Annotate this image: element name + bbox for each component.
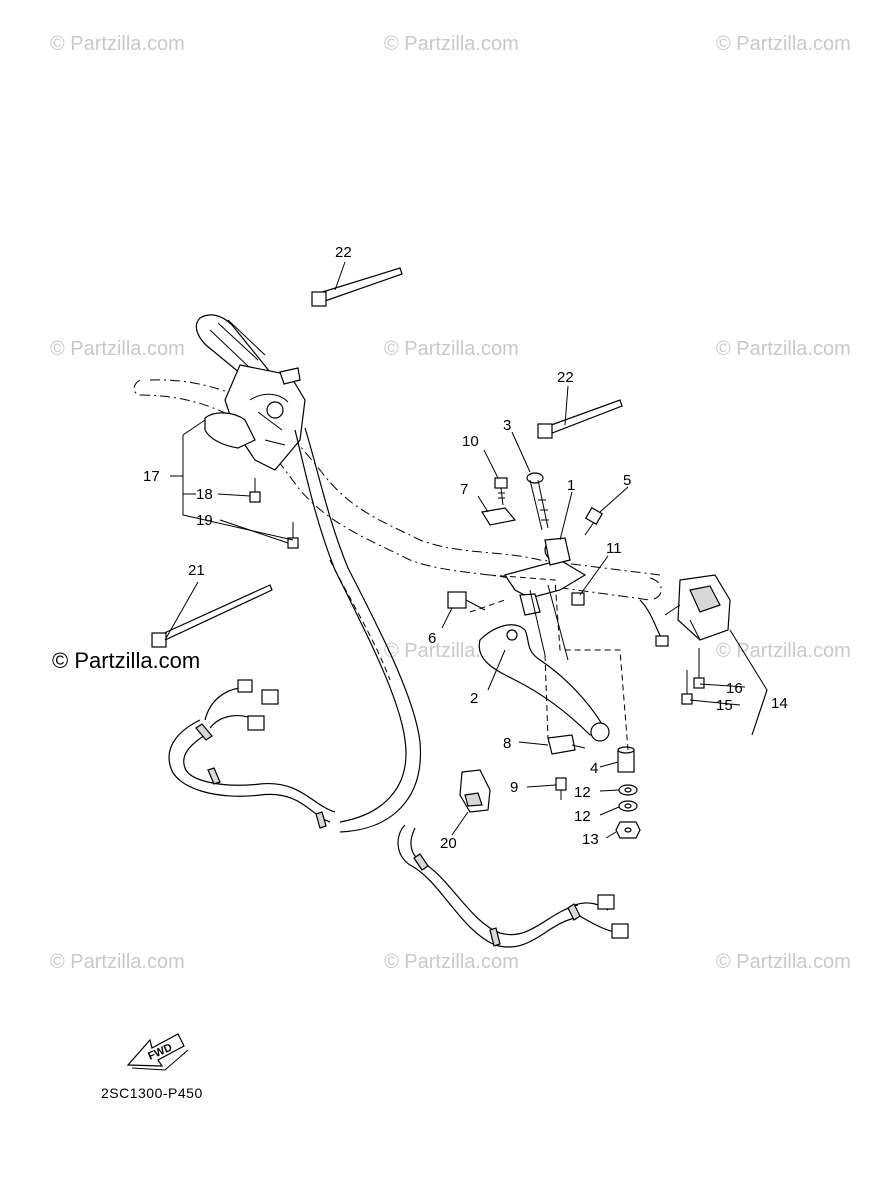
washer-hole [624, 787, 632, 793]
callout-labels: 22 22 3 10 7 1 5 11 17 18 19 21 6 2 8 9 … [143, 244, 788, 852]
nut-icon [571, 592, 585, 606]
screw-icon [249, 478, 261, 503]
fwd-arrow: FWD [126, 1033, 189, 1071]
callout-5: 5 [623, 472, 631, 489]
brake-lever [478, 624, 610, 742]
washer-hole [624, 803, 632, 809]
callout-2: 2 [470, 690, 478, 707]
collar-icon [617, 746, 635, 773]
callout-6: 6 [428, 630, 436, 647]
clamp-icon [459, 769, 491, 813]
right-switch-assembly [639, 574, 731, 647]
callout-22: 22 [557, 369, 574, 386]
left-wire-harness [168, 679, 336, 829]
callout-21: 21 [188, 562, 205, 579]
right-wire-harness [397, 824, 629, 948]
callout-19: 19 [196, 512, 213, 529]
screw-icon [287, 522, 299, 549]
watermark: © Partzilla.com [716, 33, 851, 55]
clutch-cable [294, 427, 422, 833]
screw-icon [584, 506, 604, 536]
leader-lines [164, 261, 768, 839]
watermark: © Partzilla.com [384, 338, 519, 360]
callout-14: 14 [771, 695, 788, 712]
clamp-piece [481, 507, 517, 526]
cable-tie [151, 584, 273, 648]
screw-icon [693, 648, 705, 689]
stop-switch-icon [547, 734, 586, 755]
screw-icon [494, 477, 508, 506]
cable-tie [311, 267, 403, 307]
watermark: © Partzilla.com [716, 640, 851, 662]
watermark: © Partzilla.com [384, 33, 519, 55]
screw-icon [681, 670, 693, 705]
callout-17: 17 [143, 468, 160, 485]
callout-11: 11 [606, 540, 622, 557]
watermark: © Partzilla.com [716, 951, 851, 973]
bolt-icon [266, 401, 284, 419]
callout-4: 4 [590, 760, 598, 777]
callout-16: 16 [726, 680, 743, 697]
brake-switch-icon [447, 591, 486, 611]
main-watermark: © Partzilla.com [52, 648, 200, 673]
callout-1: 1 [567, 477, 575, 494]
left-grip-assembly [195, 314, 306, 471]
callout-8: 8 [503, 735, 511, 752]
callout-9: 9 [510, 779, 518, 796]
callout-20: 20 [440, 835, 457, 852]
diagram-code: 2SC1300-P450 [101, 1085, 203, 1101]
callout-7: 7 [460, 481, 468, 498]
callout-12: 12 [574, 808, 591, 825]
watermark: © Partzilla.com [50, 33, 185, 55]
watermark: © Partzilla.com [50, 951, 185, 973]
callout-22: 22 [335, 244, 352, 261]
callout-3: 3 [503, 417, 511, 434]
callout-18: 18 [196, 486, 213, 503]
callout-10: 10 [462, 433, 479, 450]
nut-icon [615, 821, 641, 839]
callout-15: 15 [716, 697, 733, 714]
callout-13: 13 [582, 831, 599, 848]
screw-icon [555, 777, 567, 800]
watermark-layer: © Partzilla.com © Partzilla.com © Partzi… [50, 33, 851, 973]
bolt-icon [526, 472, 549, 531]
watermark: © Partzilla.com [50, 338, 185, 360]
cable-tie [537, 399, 623, 439]
callout-12: 12 [574, 784, 591, 801]
handlebar-outline [133, 379, 662, 601]
watermark: © Partzilla.com [716, 338, 851, 360]
watermark: © Partzilla.com [384, 951, 519, 973]
